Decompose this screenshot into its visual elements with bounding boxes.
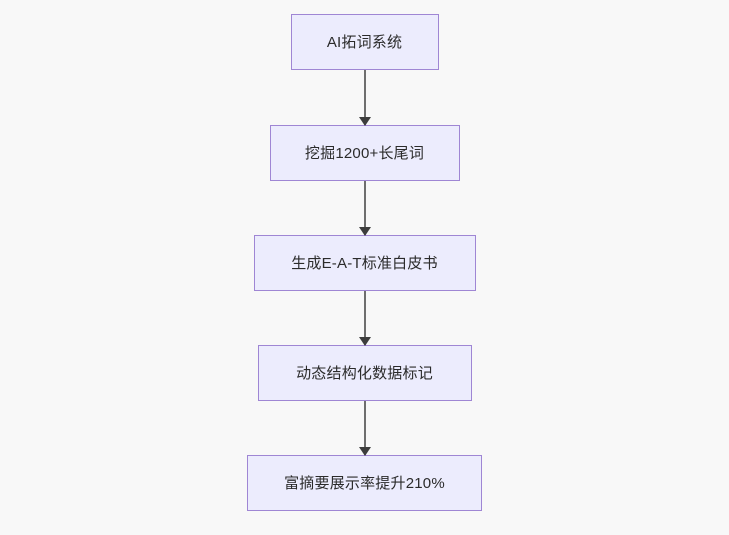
flow-arrow-n1-n2 <box>358 70 372 126</box>
flow-node-rich-snippet-impression-lift[interactable]: 富摘要展示率提升210% <box>247 455 482 511</box>
arrow-line <box>363 291 366 345</box>
flow-node-ai-keyword-system[interactable]: AI拓词系统 <box>290 14 439 70</box>
arrow-head-icon <box>358 337 371 346</box>
flow-node-generate-eat-whitepaper[interactable]: 生成E-A-T标准白皮书 <box>253 235 476 291</box>
flow-node-label: 挖掘1200+长尾词 <box>304 144 425 162</box>
arrow-head-icon <box>358 447 371 456</box>
arrow-line <box>363 70 366 125</box>
flow-node-dynamic-structured-data-markup[interactable]: 动态结构化数据标记 <box>257 345 472 401</box>
arrow-line <box>363 181 366 235</box>
arrow-head-icon <box>358 227 371 236</box>
flow-node-label: AI拓词系统 <box>326 33 403 51</box>
flow-node-label: 生成E-A-T标准白皮书 <box>291 254 438 272</box>
arrow-line <box>363 401 366 455</box>
flow-arrow-n4-n5 <box>358 401 372 456</box>
flow-node-label: 动态结构化数据标记 <box>296 364 433 382</box>
flow-node-label: 富摘要展示率提升210% <box>284 474 445 492</box>
arrow-head-icon <box>358 117 371 126</box>
flow-node-mine-longtail-keywords[interactable]: 挖掘1200+长尾词 <box>269 125 460 181</box>
flow-arrow-n3-n4 <box>358 291 372 346</box>
flow-arrow-n2-n3 <box>358 181 372 236</box>
